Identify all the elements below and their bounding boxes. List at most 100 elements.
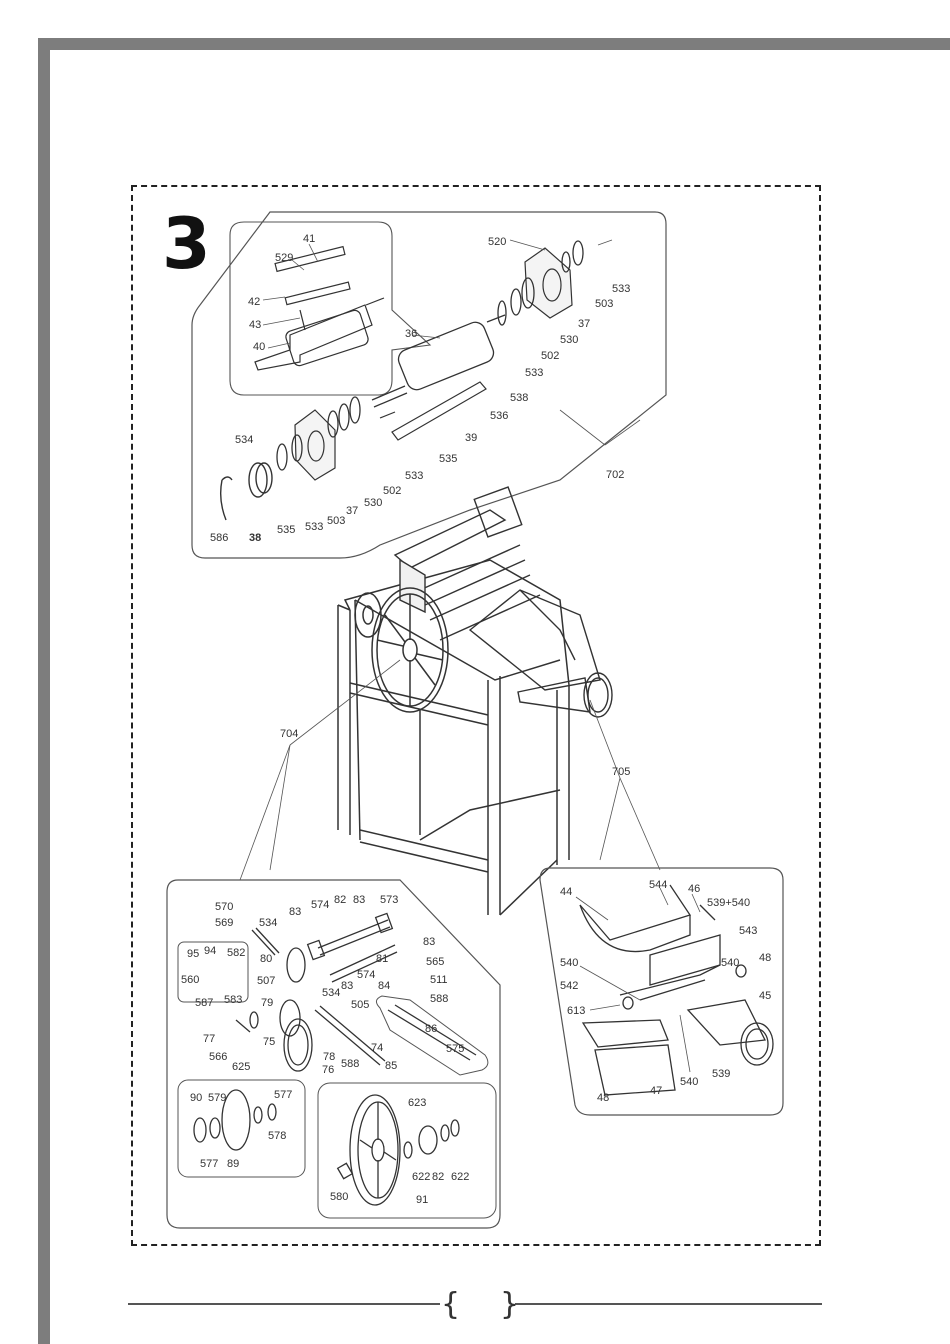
part-label: 38: [249, 532, 261, 544]
part-label: 86: [425, 1023, 437, 1035]
part-label: 36: [405, 328, 417, 340]
part-label: 76: [322, 1064, 334, 1076]
part-label: 543: [739, 925, 757, 937]
part-label: 705: [612, 766, 630, 778]
footer-rule-right: [515, 1303, 822, 1305]
part-label: 704: [280, 728, 298, 740]
part-label: 89: [227, 1158, 239, 1170]
part-label: 539: [712, 1068, 730, 1080]
part-label: 534: [259, 917, 277, 929]
part-label: 42: [248, 296, 260, 308]
part-label: 588: [341, 1058, 359, 1070]
part-label: 39: [465, 432, 477, 444]
part-label: 702: [606, 469, 624, 481]
part-label: 37: [578, 318, 590, 330]
part-label: 48: [597, 1092, 609, 1104]
page-frame-top: [38, 38, 950, 50]
part-label: 566: [209, 1051, 227, 1063]
part-label: 47: [650, 1085, 662, 1097]
part-label: 569: [215, 917, 233, 929]
part-label: 45: [759, 990, 771, 1002]
figure-border: [131, 185, 821, 1246]
machine-frame: [337, 559, 570, 916]
sub-balloon-95: [177, 941, 249, 1003]
part-label: 84: [378, 980, 390, 992]
part-label: 574: [357, 969, 375, 981]
part-label: 48: [759, 952, 771, 964]
footer-brace-left: {: [441, 1287, 461, 1322]
part-label: 91: [416, 1194, 428, 1206]
part-label: 540: [680, 1076, 698, 1088]
callout-balloon-705: [539, 867, 784, 1116]
part-label: 623: [408, 1097, 426, 1109]
callout-balloon-702: [191, 211, 667, 559]
part-label: 587: [195, 997, 213, 1009]
scraper-blade: [379, 381, 487, 441]
part-label: 533: [405, 470, 423, 482]
part-label: 90: [190, 1092, 202, 1104]
part-label: 530: [560, 334, 578, 346]
main-roller: [371, 314, 506, 408]
sub-balloon-90: [177, 1079, 306, 1178]
small-roller: [254, 245, 385, 371]
bearing-block-left: [294, 409, 336, 481]
part-label: 530: [364, 497, 382, 509]
bearing-block-right: [524, 247, 573, 319]
part-label: 83: [353, 894, 365, 906]
callout-balloon-704: [166, 879, 501, 1229]
part-label: 503: [595, 298, 613, 310]
washers-right: [497, 240, 584, 326]
part-label: 533: [305, 521, 323, 533]
labels-bottom-right: 44 544 46 539+540 543 540 48 540 542 613…: [560, 879, 771, 1104]
leader-lines-bottom-right: [575, 887, 701, 1073]
part-label: 539+540: [707, 897, 750, 909]
part-label: 94: [204, 945, 216, 957]
labels-middle: 704 705: [280, 728, 630, 778]
part-label: 503: [327, 515, 345, 527]
part-label: 535: [439, 453, 457, 465]
part-label: 565: [426, 956, 444, 968]
part-label: 583: [224, 994, 242, 1006]
figure-number: 3: [162, 203, 211, 285]
part-label: 560: [181, 974, 199, 986]
part-label: 613: [567, 1005, 585, 1017]
part-label: 83: [341, 980, 353, 992]
part-label: 78: [323, 1051, 335, 1063]
part-label: 580: [330, 1191, 348, 1203]
washers-left: [276, 396, 361, 471]
part-label: 542: [560, 980, 578, 992]
part-label: 77: [203, 1033, 215, 1045]
part-label: 540: [721, 957, 739, 969]
part-label: 43: [249, 319, 261, 331]
part-label: 534: [322, 987, 340, 999]
leader-lines-middle: [239, 659, 661, 881]
sub-balloon-86: [376, 995, 489, 1076]
part-label: 535: [277, 524, 295, 536]
part-label: 578: [268, 1130, 286, 1142]
part-label: 544: [649, 879, 667, 891]
part-label: 82: [432, 1171, 444, 1183]
part-label: 579: [208, 1092, 226, 1104]
part-label: 511: [430, 974, 448, 986]
part-label: 533: [612, 283, 630, 295]
part-label: 507: [257, 975, 275, 987]
part-label: 85: [385, 1060, 397, 1072]
part-label: 574: [311, 899, 329, 911]
part-label: 95: [187, 948, 199, 960]
part-label: 74: [371, 1042, 383, 1054]
part-label: 79: [261, 997, 273, 1009]
part-label: 81: [376, 953, 388, 965]
part-label: 46: [688, 883, 700, 895]
part-label: 577: [200, 1158, 218, 1170]
small-pulley: [219, 462, 273, 521]
part-label: 83: [289, 906, 301, 918]
part-label: 538: [510, 392, 528, 404]
part-label: 625: [232, 1061, 250, 1073]
machine-rollers: [393, 486, 613, 718]
labels-bottom-left: 570 569 534 83 574 82 83 573 83 95 94 58…: [181, 894, 469, 1206]
part-label: 582: [227, 947, 245, 959]
part-label: 577: [274, 1089, 292, 1101]
part-label: 502: [541, 350, 559, 362]
part-label: 505: [351, 999, 369, 1011]
